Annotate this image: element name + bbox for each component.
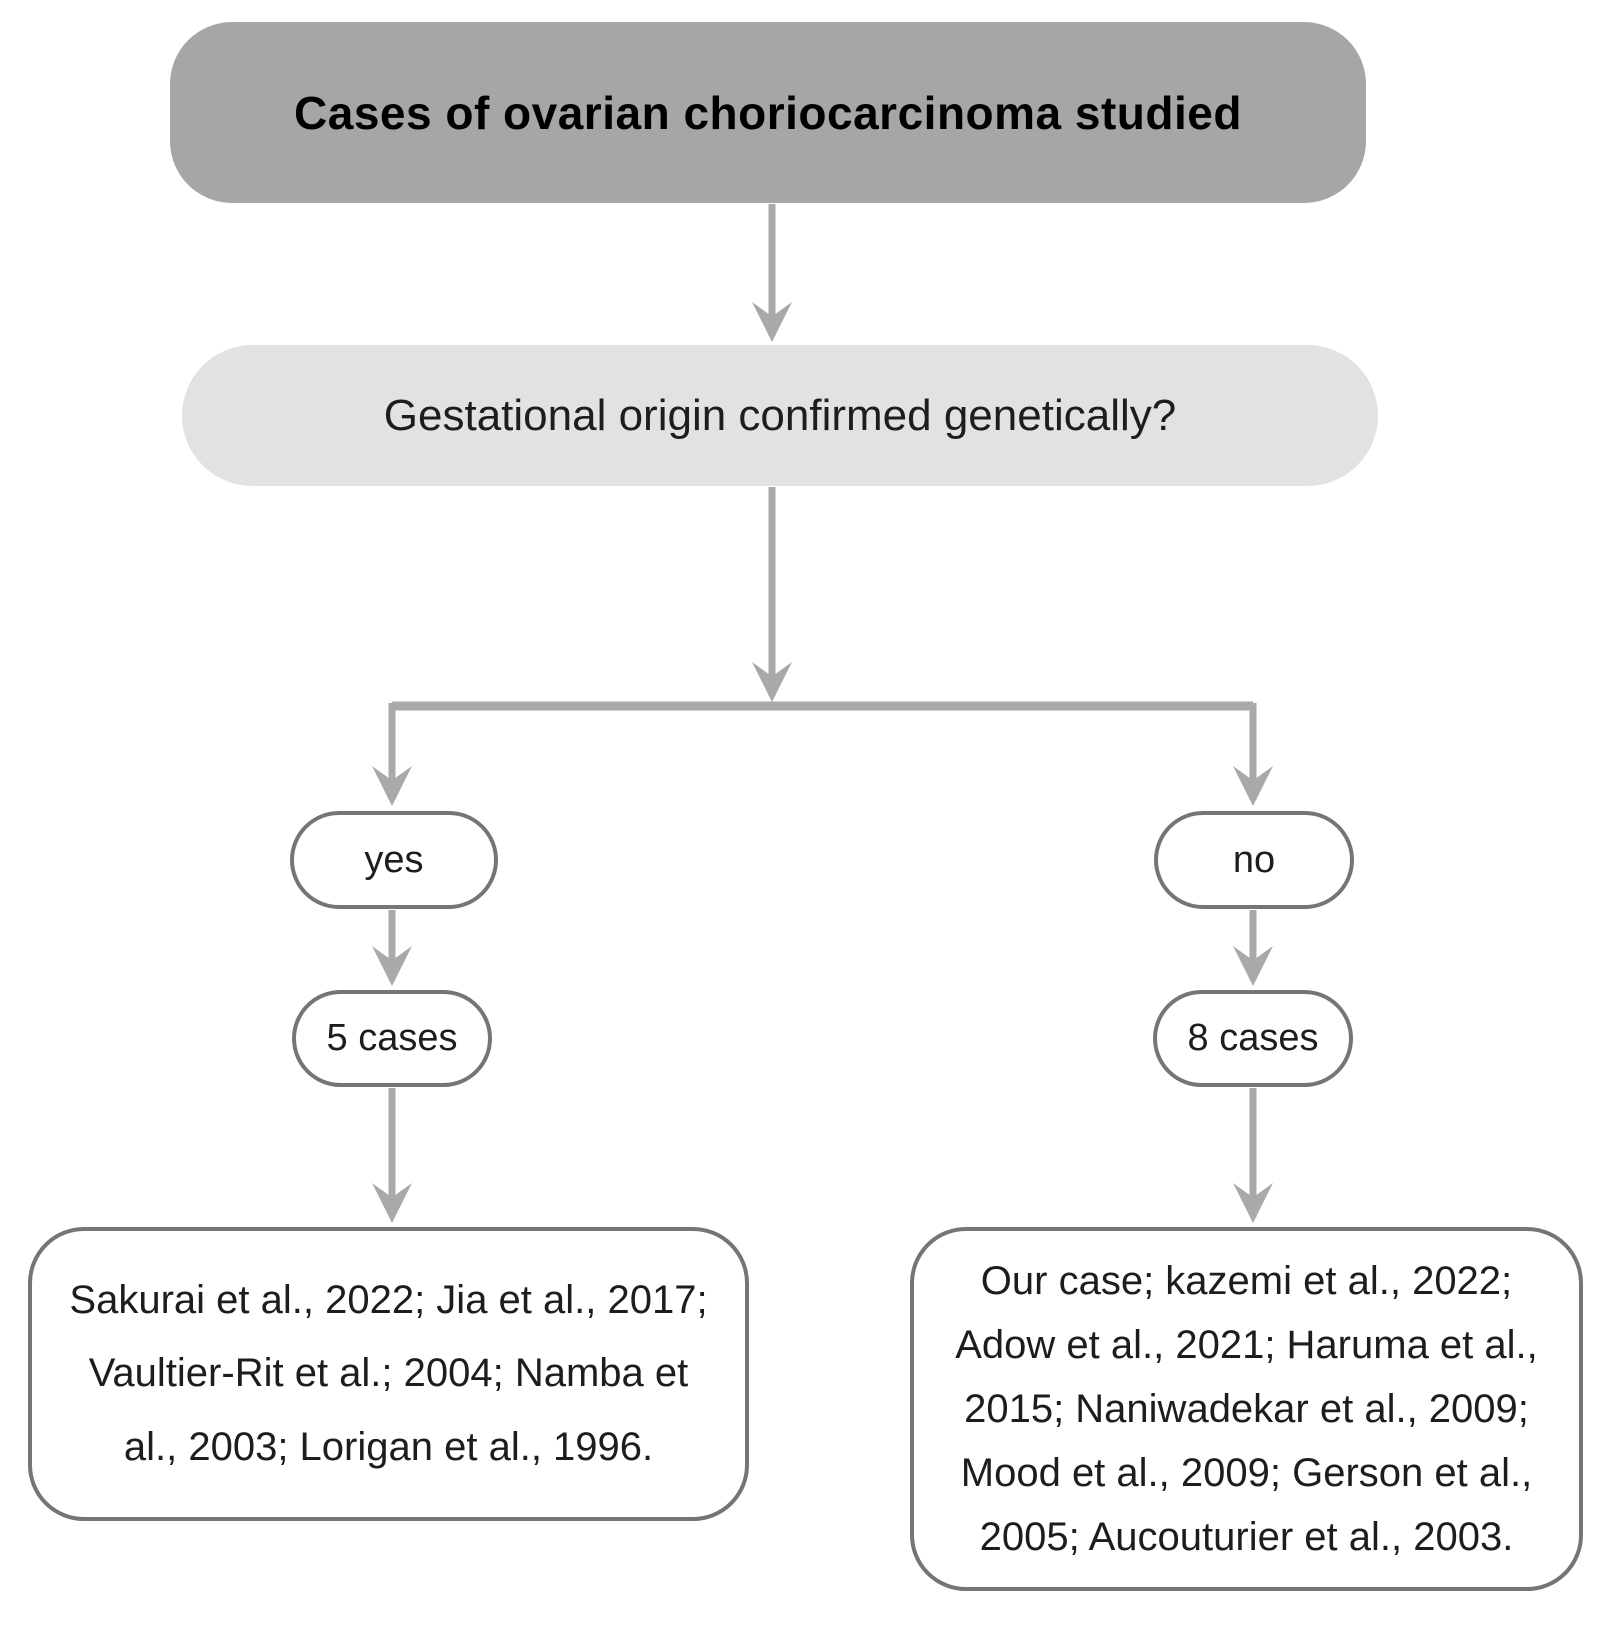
no-references-box: Our case; kazemi et al., 2022; Adow et a… — [910, 1227, 1583, 1591]
yes-references-box: Sakurai et al., 2022; Jia et al., 2017; … — [28, 1227, 749, 1521]
yes-count-label: 5 cases — [326, 1017, 458, 1059]
yes-count-node: 5 cases — [292, 990, 492, 1087]
title-box: Cases of ovarian choriocarcinoma studied — [170, 22, 1366, 203]
question-box: Gestational origin confirmed genetically… — [182, 345, 1378, 486]
yes-references-text: Sakurai et al., 2022; Jia et al., 2017; … — [69, 1278, 708, 1469]
no-label: no — [1232, 838, 1276, 881]
no-node: no — [1154, 811, 1354, 909]
no-count-label: 8 cases — [1187, 1017, 1319, 1059]
yes-label: yes — [364, 838, 424, 881]
question-text: Gestational origin confirmed genetically… — [383, 390, 1177, 440]
yes-node: yes — [290, 811, 498, 909]
no-references-text: Our case; kazemi et al., 2022; Adow et a… — [955, 1259, 1538, 1559]
no-count-node: 8 cases — [1153, 990, 1353, 1087]
title-text: Cases of ovarian choriocarcinoma studied — [294, 86, 1242, 139]
